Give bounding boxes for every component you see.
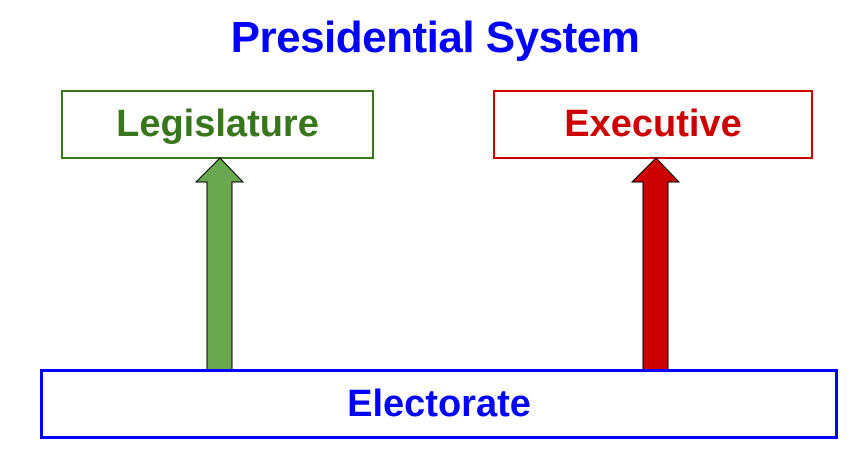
diagram-title: Presidential System (230, 13, 640, 62)
legislature-box: Legislature (61, 90, 374, 159)
electorate-label: Electorate (347, 382, 531, 425)
executive-box: Executive (493, 90, 813, 159)
legislature-label: Legislature (116, 103, 319, 145)
arrow-up-icon-legislature (194, 157, 245, 372)
executive-label: Executive (564, 103, 742, 145)
arrow-up-icon-executive (630, 157, 681, 372)
electorate-box: Electorate (40, 369, 838, 439)
